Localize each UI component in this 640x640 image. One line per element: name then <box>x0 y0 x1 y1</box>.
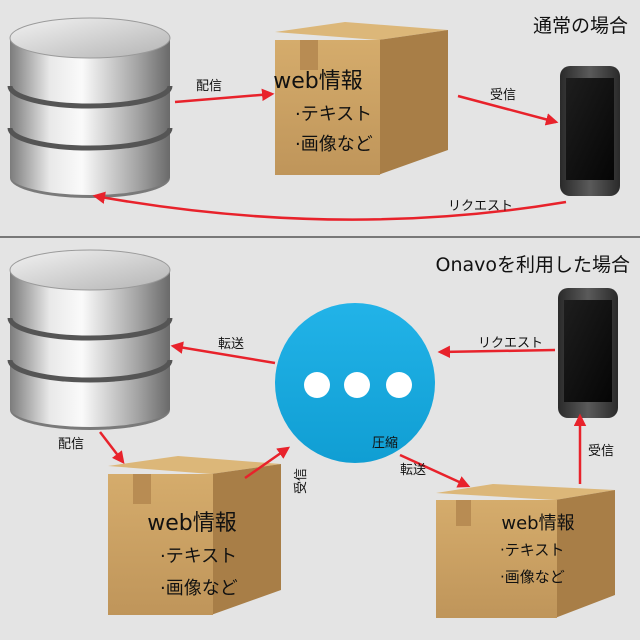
cardboard-box-icon: web情報 ·テキスト ·画像など <box>273 22 448 175</box>
request-arrow <box>437 345 556 359</box>
receive-arrow <box>457 94 559 126</box>
box-line2: ·画像など <box>160 578 238 599</box>
box-title: web情報 <box>147 511 237 536</box>
deliver-label: 配信 <box>58 437 84 452</box>
panel-title-normal: 通常の場合 <box>533 15 628 37</box>
request-arrow <box>92 191 567 221</box>
box-line1: ·テキスト <box>500 541 564 559</box>
cardboard-box-icon: web情報 ·テキスト ·画像など <box>436 484 615 618</box>
request-label: リクエスト <box>478 336 543 351</box>
forward-to-server-label: 転送 <box>218 337 244 352</box>
box-title: web情報 <box>273 69 363 94</box>
receive-from-box-arrow <box>244 446 291 480</box>
box-line1: ·テキスト <box>160 546 237 567</box>
receive-label: 受信 <box>490 88 516 103</box>
compress-label: 圧縮 <box>372 435 398 451</box>
smartphone-icon <box>560 66 620 196</box>
deliver-arrow <box>174 88 275 104</box>
receive-from-box-label: 受信 <box>294 468 309 494</box>
box-line1: ·テキスト <box>295 104 372 125</box>
deliver-arrow <box>99 431 125 464</box>
smartphone-icon <box>558 288 618 418</box>
deliver-label: 配信 <box>196 79 222 94</box>
database-server-icon <box>7 17 173 198</box>
database-server-icon <box>7 249 173 430</box>
request-label: リクエスト <box>448 199 513 214</box>
forward-to-box-label: 転送 <box>400 463 426 478</box>
box-line2: ·画像など <box>295 134 373 155</box>
box-line2: ·画像など <box>500 568 565 586</box>
forward-to-box-arrow <box>399 453 471 488</box>
cardboard-box-icon: web情報 ·テキスト ·画像など <box>108 456 281 615</box>
box-title: web情報 <box>501 513 574 534</box>
onavo-proxy-circle-icon <box>275 303 435 463</box>
receive-to-phone-label: 受信 <box>588 444 614 459</box>
forward-to-server-arrow <box>170 341 276 365</box>
panel-title-onavo: Onavoを利用した場合 <box>435 254 630 276</box>
